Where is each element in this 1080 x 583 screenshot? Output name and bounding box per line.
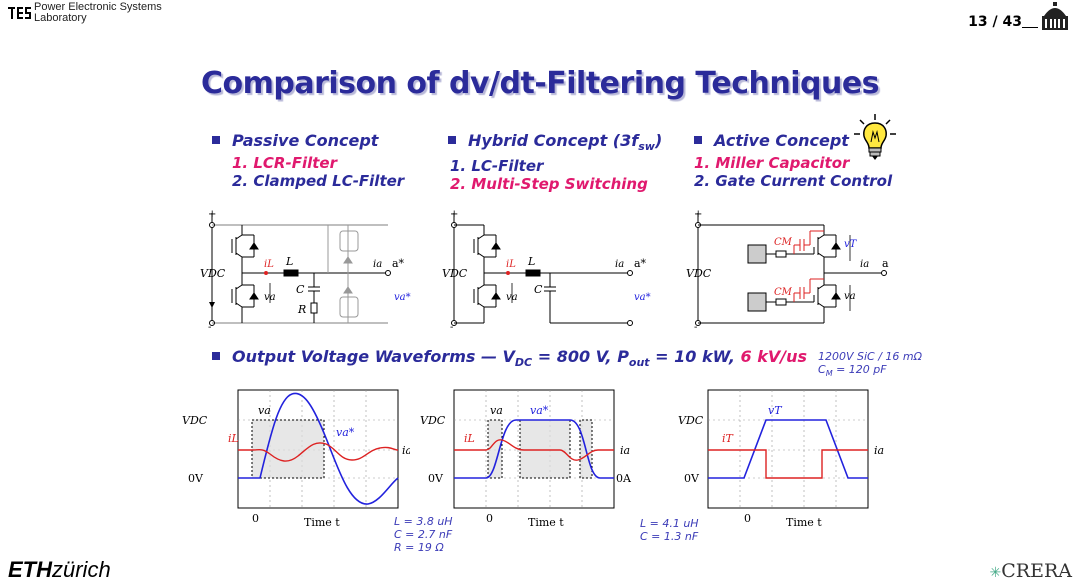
svg-text:va: va (844, 291, 856, 302)
svg-text:0V: 0V (428, 472, 444, 485)
lab-name: Power Electronic Systems Laboratory (34, 2, 162, 24)
svg-text:ia: ia (620, 444, 630, 457)
crera-logo: ✳CRERA (989, 560, 1072, 582)
svg-text:va: va (264, 292, 276, 303)
slide-title: Comparison of dv/dt-Filtering Techniques (200, 66, 880, 101)
svg-text:R: R (297, 303, 306, 316)
svg-text:0: 0 (252, 512, 259, 525)
svg-text:-: - (208, 322, 211, 330)
passive-concept: Passive Concept 1. LCR-Filter 2. Clamped… (212, 131, 404, 190)
svg-text:ia: ia (874, 444, 884, 457)
svg-text:a*: a* (392, 257, 405, 270)
bullet-icon (212, 136, 220, 144)
bullet-icon (212, 352, 220, 360)
active-waveform-plot: VDC 0V 0 Time t ia iT vT (678, 389, 884, 529)
svg-text:iL: iL (506, 259, 516, 270)
svg-text:va*: va* (530, 404, 549, 417)
svg-text:VDC: VDC (678, 414, 704, 427)
hybrid-concept-heading: Hybrid Concept (3fsw) (448, 131, 662, 153)
svg-text:VDC: VDC (182, 414, 208, 427)
svg-text:L: L (527, 255, 535, 268)
svg-text:VDC: VDC (420, 414, 446, 427)
page-number-underline (1022, 27, 1038, 28)
svg-text:va*: va* (336, 426, 355, 439)
passive-concept-heading: Passive Concept (212, 131, 404, 150)
svg-text:C: C (296, 283, 305, 296)
svg-text:vT: vT (844, 239, 858, 250)
building-icon (1042, 2, 1068, 30)
page-number: 13 / 43 (968, 14, 1022, 30)
hybrid-concept: Hybrid Concept (3fsw) 1. LC-Filter 2. Mu… (448, 131, 662, 193)
svg-text:C: C (534, 283, 543, 296)
svg-text:+: + (208, 209, 216, 220)
svg-text:VDC: VDC (686, 267, 712, 280)
svg-text:ia: ia (402, 444, 410, 457)
hybrid-circuit: + - VDC iL L C ia a* va va* (442, 209, 651, 330)
svg-text:0A: 0A (616, 472, 632, 485)
wind-turbine-icon: ✳ (989, 565, 1002, 581)
svg-text:0: 0 (486, 512, 493, 525)
svg-text:vT: vT (768, 404, 783, 417)
passive-circuit: + - VDC iL L C R ia a* va va* (200, 209, 411, 330)
bullet-icon (694, 136, 702, 144)
svg-text:va*: va* (394, 292, 411, 303)
svg-text:ia: ia (615, 259, 624, 270)
active-circuit: + - VDC CM CM vT ia a va (686, 209, 889, 330)
svg-text:CM: CM (774, 287, 793, 298)
pes-logo (8, 7, 31, 19)
svg-text:iL: iL (264, 259, 274, 270)
lab-name-line2: Laboratory (34, 12, 87, 24)
svg-text:Time t: Time t (786, 516, 822, 529)
svg-text:va: va (258, 404, 271, 417)
svg-text:ia: ia (373, 259, 382, 270)
lab-name-line1: Power Electronic Systems (34, 1, 162, 13)
svg-text:va: va (490, 404, 503, 417)
waveform-heading: Output Voltage Waveforms — VDC = 800 V, … (212, 347, 807, 369)
svg-text:a: a (882, 257, 889, 270)
hybrid-waveform-plot: VDC 0V 0 Time t ia 0A iL va va* (420, 389, 632, 529)
hybrid-params-note: L = 4.1 uH C = 1.3 nF (640, 517, 699, 543)
bullet-icon (448, 136, 456, 144)
svg-text:CM: CM (774, 237, 793, 248)
svg-text:a*: a* (634, 257, 647, 270)
svg-text:-: - (450, 322, 453, 330)
svg-text:0V: 0V (684, 472, 700, 485)
svg-text:ia: ia (860, 259, 869, 270)
active-concept: Active Concept 1. Miller Capacitor 2. Ga… (694, 131, 892, 190)
passive-waveform-plot: VDC 0V 0 Time t ia iL va va* (182, 389, 410, 529)
svg-text:VDC: VDC (442, 267, 468, 280)
passive-item-2: 2. Clamped LC-Filter (232, 172, 405, 190)
hybrid-item-2: 2. Multi-Step Switching (450, 175, 648, 194)
svg-text:va: va (506, 292, 518, 303)
svg-text:VDC: VDC (200, 267, 226, 280)
svg-text:Time t: Time t (528, 516, 564, 529)
active-device-note: 1200V SiC / 16 mΩ CM = 120 pF (818, 350, 923, 379)
svg-text:+: + (694, 209, 702, 220)
eth-logo: ETHzürich (8, 557, 111, 582)
hybrid-item-1: 1. LC-Filter (450, 157, 544, 176)
svg-text:Time t: Time t (304, 516, 340, 529)
active-item-1: 1. Miller Capacitor (694, 154, 850, 172)
svg-text:iL: iL (228, 432, 239, 445)
svg-text:0V: 0V (188, 472, 204, 485)
passive-item-1: 1. LCR-Filter (232, 154, 337, 172)
svg-text:0: 0 (744, 512, 751, 525)
svg-text:va*: va* (634, 292, 651, 303)
svg-text:iT: iT (722, 432, 735, 445)
svg-text:L: L (285, 255, 293, 268)
svg-text:+: + (450, 209, 458, 220)
active-item-2: 2. Gate Current Control (694, 172, 893, 190)
lightbulb-icon (854, 114, 896, 160)
active-concept-heading: Active Concept (694, 131, 892, 150)
svg-text:iL: iL (464, 432, 475, 445)
svg-text:-: - (694, 322, 697, 330)
passive-params-note: L = 3.8 uH C = 2.7 nF R = 19 Ω (394, 515, 453, 554)
